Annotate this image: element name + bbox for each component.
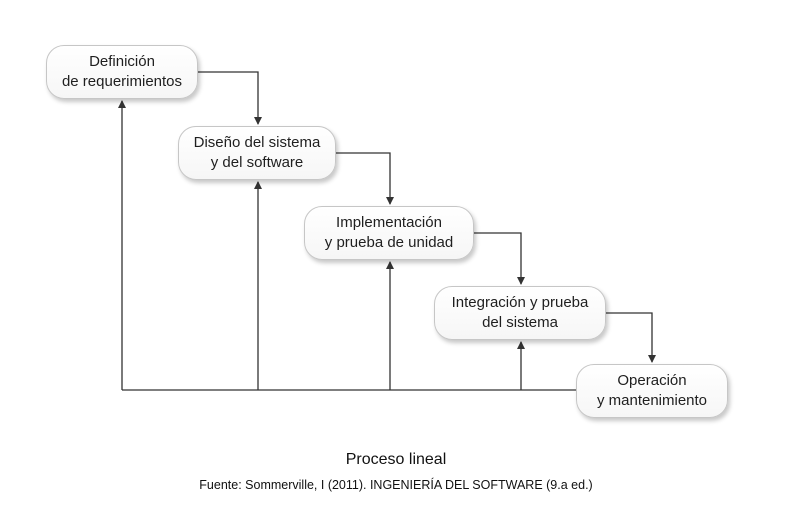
stage-label-line2: y prueba de unidad	[324, 234, 454, 251]
figure-caption-source: Fuente: Sommerville, I (2011). INGENIERÍ…	[199, 478, 593, 492]
stage-integration-system-testing: Integración y prueba del sistema	[434, 286, 606, 340]
flow-arrow-4-to-5	[606, 312, 656, 363]
flow-arrow-3-to-4	[474, 232, 525, 285]
stage-label-line1: Operación	[617, 372, 687, 389]
stage-label-line2: de requerimientos	[61, 73, 183, 90]
connector-lines	[118, 71, 656, 391]
stage-label-line2: del sistema	[482, 314, 558, 331]
stage-operation-maintenance: Operación y mantenimiento	[576, 364, 728, 418]
stage-label-line1: Implementación	[336, 214, 442, 231]
flow-arrow-2-to-3	[336, 152, 394, 205]
stage-label-line1: Diseño del sistema	[193, 134, 321, 151]
stage-system-software-design: Diseño del sistema y del software	[178, 126, 336, 180]
stage-label-line1: Integración y prueba	[451, 294, 589, 311]
figure-caption-title: Proceso lineal	[345, 451, 447, 468]
flow-arrow-1-to-2	[198, 71, 262, 125]
stage-implementation-unit-testing: Implementación y prueba de unidad	[304, 206, 474, 260]
stage-requirements-definition: Definición de requerimientos	[46, 45, 198, 99]
stage-label-line1: Definición	[89, 53, 155, 70]
stage-label-line2: y mantenimiento	[596, 392, 708, 409]
stage-label-line2: y del software	[210, 154, 304, 171]
waterfall-diagram: Definición de requerimientos Diseño del …	[46, 45, 728, 418]
